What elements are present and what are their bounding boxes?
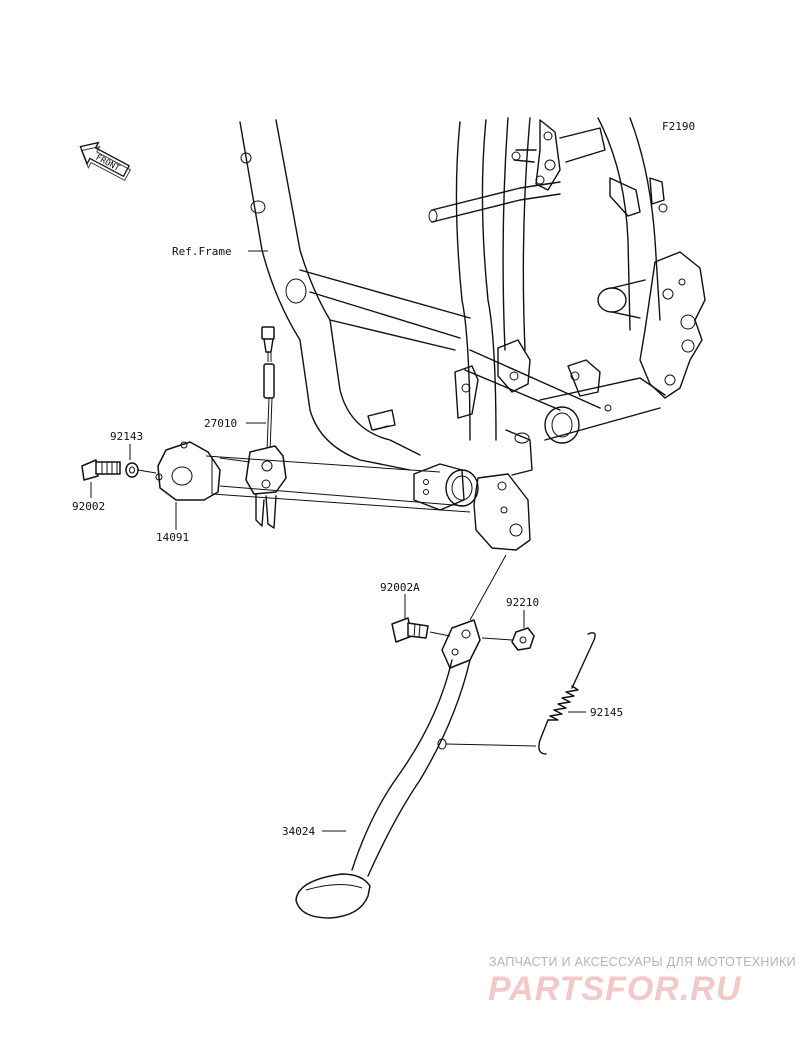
bolt-92002 — [81, 459, 121, 481]
part-label-27010: 27010 — [204, 417, 237, 430]
side-stand — [295, 554, 507, 919]
watermark-brand: PARTSFOR.RU — [488, 970, 742, 1008]
watermark-tagline: ЗАПЧАСТИ И АКСЕССУАРЫ ДЛЯ МОТОТЕХНИКИ — [489, 955, 796, 969]
part-label-92002: 92002 — [72, 500, 105, 513]
part-label-92210: 92210 — [506, 596, 539, 609]
leader-lines — [90, 250, 586, 832]
bolt-92002a — [391, 617, 451, 643]
washer-92143 — [125, 462, 139, 478]
part-label-14091: 14091 — [156, 531, 189, 544]
ref-frame-label: Ref.Frame — [172, 245, 232, 258]
figure-code: F2190 — [662, 120, 695, 133]
nut-92210 — [481, 627, 535, 651]
part-label-92002a: 92002A — [380, 581, 420, 594]
frame-illustration — [239, 117, 706, 551]
front-arrow-icon: FRONT — [79, 141, 132, 182]
part-label-92143: 92143 — [110, 430, 143, 443]
part-label-34024: 34024 — [282, 825, 315, 838]
side-stand-switch — [245, 326, 287, 529]
spring-92145 — [445, 632, 596, 755]
part-label-92145: 92145 — [590, 706, 623, 719]
switch-cover-plate — [155, 441, 471, 513]
